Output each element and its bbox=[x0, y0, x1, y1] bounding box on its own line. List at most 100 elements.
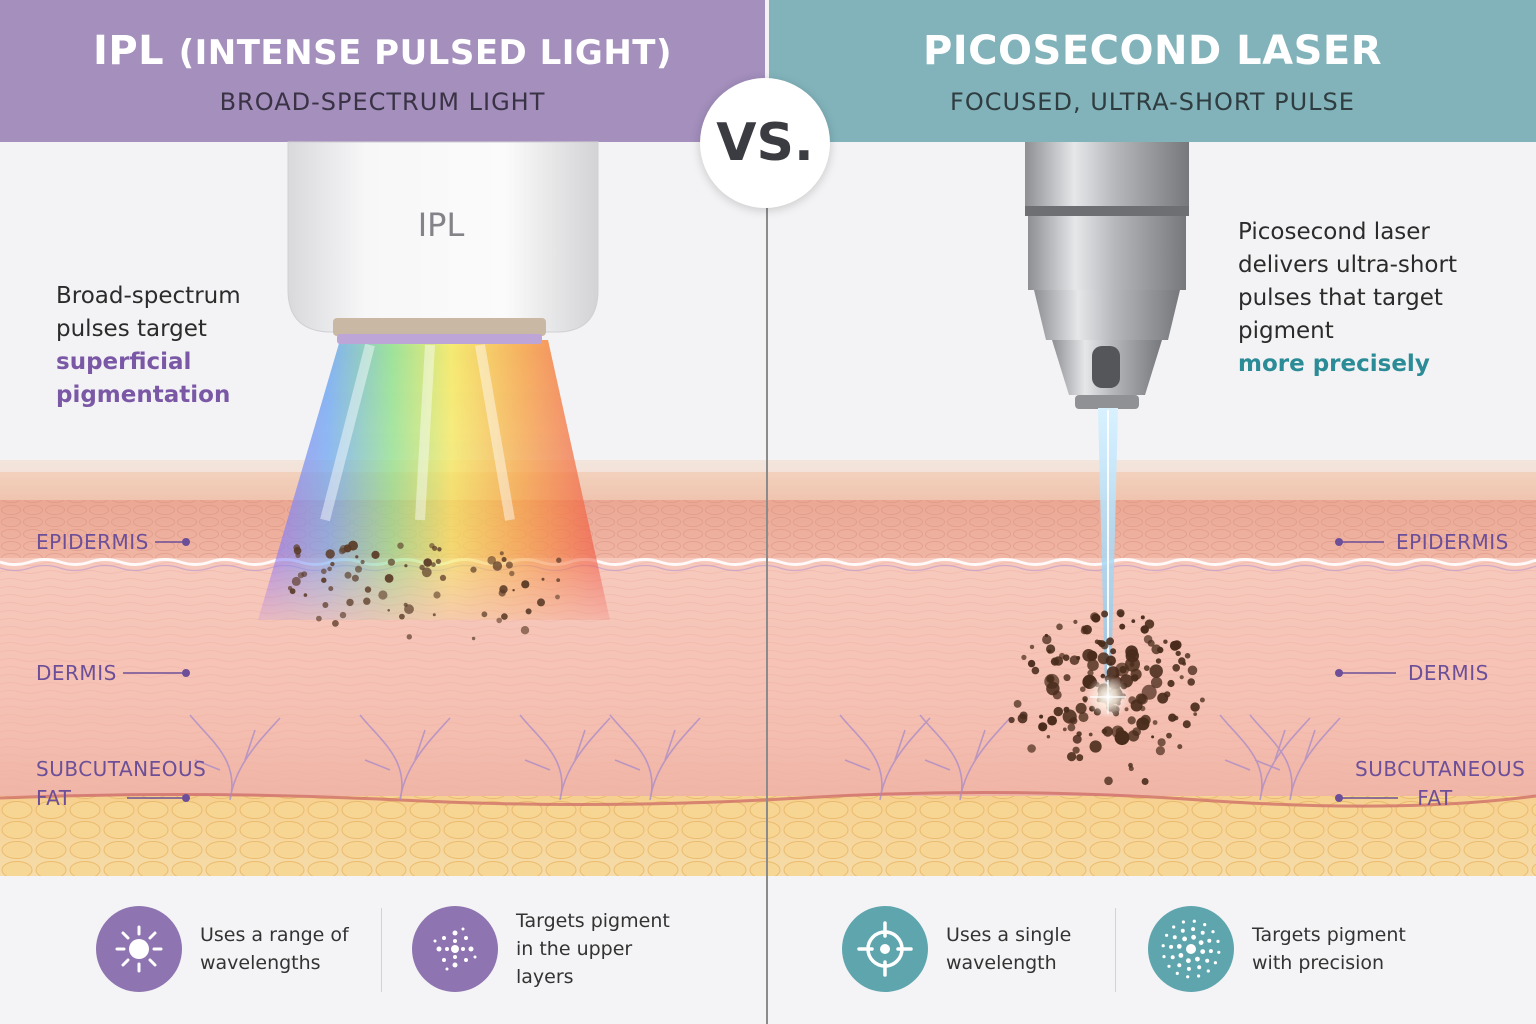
pigment-particle bbox=[1052, 690, 1062, 700]
pigment-particle bbox=[1166, 732, 1172, 739]
pigment-particle bbox=[1140, 714, 1151, 726]
blood-vessel bbox=[1219, 714, 1311, 801]
pigment-particle bbox=[525, 608, 532, 615]
pigment-particle bbox=[404, 564, 408, 568]
pigment-particle bbox=[1039, 714, 1044, 719]
pigment-particle bbox=[1155, 658, 1162, 664]
pigment-particle bbox=[1081, 625, 1087, 631]
pigment-particle bbox=[499, 551, 504, 556]
pico-title: PICOSECOND LASER bbox=[922, 28, 1383, 74]
pigment-particle bbox=[541, 577, 545, 581]
pigment-particle bbox=[1140, 615, 1145, 620]
pigment-particle bbox=[1101, 610, 1109, 618]
pigment-particle bbox=[1199, 697, 1205, 703]
feature-strip bbox=[0, 876, 1536, 1024]
pigment-particle bbox=[330, 561, 335, 567]
pigment-particle bbox=[421, 567, 432, 578]
pigment-particle bbox=[1163, 639, 1168, 644]
pigment-particle bbox=[520, 626, 530, 635]
pigment-particle bbox=[1068, 719, 1072, 723]
pigment-particle bbox=[327, 566, 332, 572]
pigment-particle bbox=[289, 588, 296, 595]
pigment-particle bbox=[351, 574, 359, 582]
pico-desc-line: Picosecond laser bbox=[1238, 219, 1430, 245]
label-epidermis-left: EPIDERMIS bbox=[36, 530, 149, 554]
label-dermis-right: DERMIS bbox=[1408, 661, 1489, 685]
pigment-particle bbox=[1083, 698, 1087, 703]
label-subcutaneous-right: SUBCUTANEOUS FAT bbox=[1355, 755, 1525, 813]
feature-text: Uses a range of wavelengths bbox=[200, 924, 349, 974]
pigment-particle bbox=[406, 634, 412, 640]
pigment-particle bbox=[1119, 623, 1126, 630]
ipl-desc-highlight: superficial bbox=[56, 349, 192, 375]
pigment-particle bbox=[303, 593, 308, 597]
pigment-particle bbox=[1087, 650, 1098, 661]
pigment-particle bbox=[512, 589, 515, 592]
pigment-particle bbox=[1070, 717, 1078, 725]
pigment-particle bbox=[1050, 657, 1059, 666]
pigment-particle bbox=[1067, 752, 1077, 762]
pigment-particle bbox=[321, 568, 327, 575]
pigment-particle bbox=[1116, 609, 1125, 618]
blood-vessel bbox=[839, 714, 931, 801]
pigment-particle bbox=[1141, 778, 1149, 785]
pigment-particle bbox=[322, 602, 329, 608]
pigment-particle bbox=[499, 585, 508, 594]
pigment-particle bbox=[328, 586, 334, 592]
pigment-particle bbox=[1080, 686, 1086, 692]
pigment-particle bbox=[325, 549, 335, 559]
pigment-particle bbox=[1115, 727, 1125, 736]
pigment-particle bbox=[1125, 645, 1138, 658]
pigment-particle bbox=[1078, 712, 1089, 723]
vs-badge: VS. bbox=[700, 78, 830, 208]
pico-description: Picosecond laser delivers ultra-short pu… bbox=[1238, 216, 1498, 381]
blood-vessel bbox=[519, 714, 611, 801]
pigment-particle bbox=[404, 604, 414, 615]
pigment-particle bbox=[433, 591, 441, 599]
pigment-particle bbox=[505, 561, 513, 569]
pigment-particle bbox=[431, 562, 436, 567]
pigment-particle bbox=[1128, 762, 1133, 768]
pigment-particle bbox=[332, 620, 339, 627]
pigment-particle bbox=[397, 542, 404, 549]
pigment-particle bbox=[1027, 744, 1036, 753]
pigment-particle bbox=[297, 572, 304, 579]
pigment-particle bbox=[339, 545, 348, 554]
pigment-particle bbox=[293, 547, 302, 555]
label-subcutaneous-left: SUBCUTANEOUS FAT bbox=[36, 755, 206, 813]
pigment-particle bbox=[1105, 655, 1117, 666]
pigment-particle bbox=[1031, 666, 1040, 675]
pigment-particle bbox=[1038, 722, 1048, 732]
pigment-particle bbox=[1110, 648, 1117, 655]
pigment-particle bbox=[1013, 700, 1022, 708]
feature-pico-precision: Targets pigment with precision bbox=[1148, 906, 1412, 992]
pigment-particle bbox=[1190, 702, 1200, 712]
feature-text: Targets pigment with precision bbox=[1252, 924, 1406, 974]
ipl-device-label: IPL bbox=[418, 206, 465, 244]
pigment-particle bbox=[501, 613, 508, 620]
pigment-particle bbox=[1106, 637, 1114, 646]
pigment-particle bbox=[1143, 665, 1150, 671]
feature-ipl-upper-layers: Targets pigment in the upper layers bbox=[412, 906, 676, 992]
pigment-particle bbox=[556, 578, 561, 582]
pigment-particle bbox=[360, 559, 365, 565]
pigment-particle bbox=[378, 590, 388, 600]
pigment-particle bbox=[1164, 691, 1171, 698]
pigment-particle bbox=[1172, 664, 1180, 672]
blood-vessel bbox=[1249, 714, 1341, 801]
pigment-particle bbox=[1155, 746, 1165, 756]
pigment-particle bbox=[1127, 730, 1140, 742]
pigment-particle bbox=[1149, 664, 1163, 678]
pigment-particle bbox=[432, 613, 436, 617]
pigment-particle bbox=[1179, 675, 1184, 680]
pigment-particle bbox=[487, 556, 497, 565]
pigment-particle bbox=[1042, 634, 1052, 645]
pigment-particle bbox=[387, 558, 395, 566]
pigment-particle bbox=[1151, 644, 1162, 655]
pigment-particle bbox=[355, 565, 362, 573]
pigment-particle bbox=[1098, 640, 1106, 648]
ipl-title-main: IPL bbox=[92, 28, 165, 74]
pigment-particle bbox=[1087, 659, 1099, 671]
feature-separator bbox=[1115, 908, 1116, 992]
feature-text: Uses a single wavelength bbox=[946, 924, 1072, 974]
